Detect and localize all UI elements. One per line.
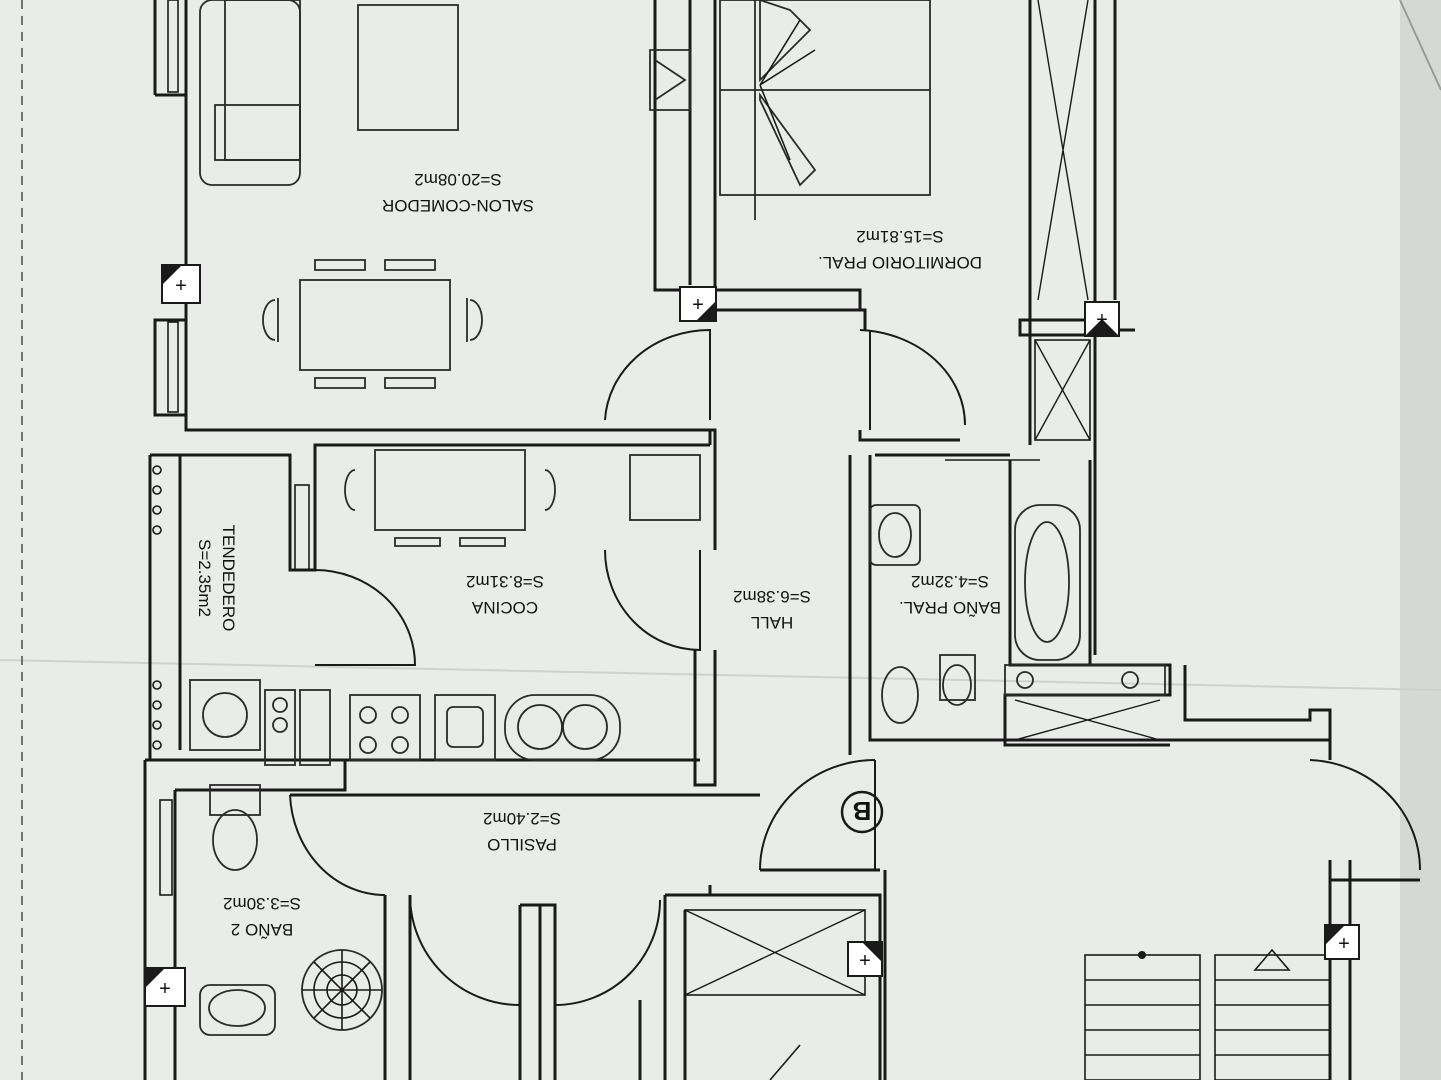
room-area-salon: S=20.08m2 [414,170,501,189]
bathtub [1014,504,1081,661]
column-marker-plus: + [175,275,187,297]
room-name-cocina: COCINA [471,598,538,617]
room-name-dormitorio: DORMITORIO PRAL. [818,253,982,272]
stove [349,694,421,761]
walls [143,0,1420,1080]
column-marker-plus: + [859,950,871,972]
kitchen-table [374,449,526,531]
dining-table [299,279,451,371]
windows [152,0,310,896]
column-markers: + + + + + + [144,264,1360,1007]
unit-letter: B [853,796,872,826]
bathroom-fixtures [199,504,1166,1036]
washing-machine [189,679,261,751]
doors [289,328,1422,1006]
room-labels: SALON-COMEDOR S=20.08m2 DORMITORIO PRAL.… [195,170,1001,939]
room-area-dormitorio: S=15.81m2 [856,227,943,246]
column-marker-plus: + [159,978,171,1000]
room-area-bano2: S=3.30m2 [223,894,301,913]
room-name-salon: SALON-COMEDOR [382,196,534,215]
unit-marker: B [840,790,884,834]
kitchen-sink [504,694,621,761]
kitchen-furniture [189,449,701,766]
column-marker-plus: + [1096,309,1108,331]
bedroom-furniture [649,0,1091,461]
column-marker-plus: + [1338,933,1350,955]
room-area-pasillo: S=2.40m2 [483,809,561,828]
salon-furniture [199,0,483,389]
room-area-tendedero: S=2.35m2 [195,539,214,617]
room-area-cocina: S=8.31m2 [466,572,544,591]
room-area-hall: S=6.38m2 [733,587,811,606]
column-marker-plus: + [692,294,704,316]
room-name-bano-pral: BAÑO PRAL. [899,598,1001,617]
room-name-bano2: BAÑO 2 [231,920,293,939]
room-name-pasillo: PASILLO [487,835,557,854]
room-name-hall: HALL [751,613,794,632]
room-area-bano-pral: S=4.32m2 [911,572,989,591]
room-name-tendedero: TENDEDERO [219,525,238,632]
stairs-and-shafts [684,909,1331,1080]
